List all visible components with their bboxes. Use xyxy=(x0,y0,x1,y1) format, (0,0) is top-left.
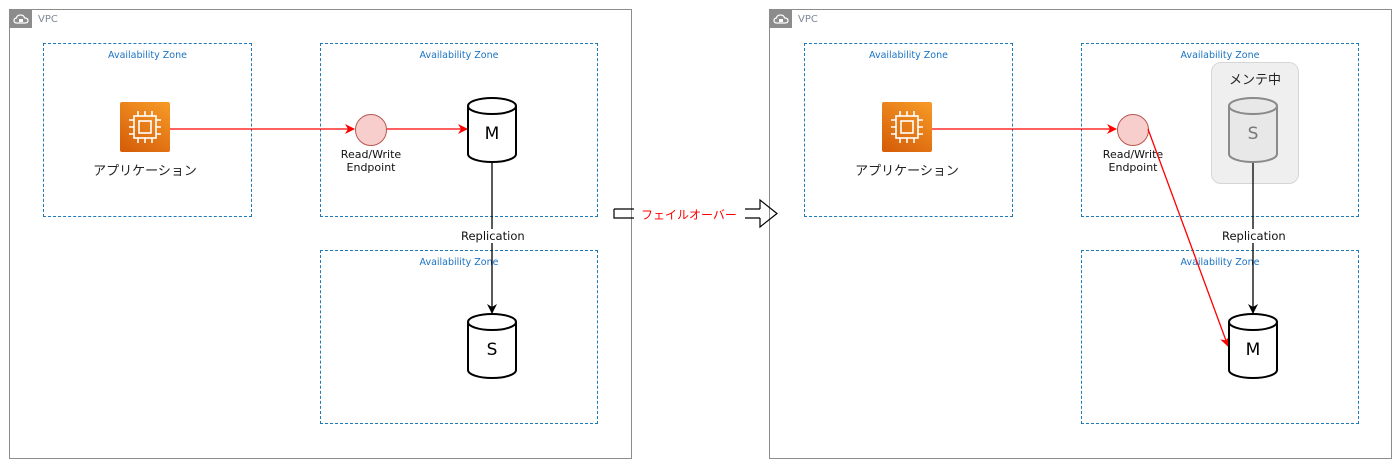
db-standby-letter: S xyxy=(486,340,498,360)
db-primary-letter: M xyxy=(484,124,500,144)
az-left-standby: Availability Zone xyxy=(320,250,598,424)
read-write-endpoint xyxy=(355,114,387,146)
replication-label: Replication xyxy=(460,229,526,243)
az-label: Availability Zone xyxy=(419,257,499,268)
replication-label: Replication xyxy=(1221,229,1287,243)
az-right-new-primary: Availability Zone xyxy=(1081,250,1359,424)
vpc-left-header: VPC xyxy=(10,10,58,28)
vpc-left: VPC Availability Zone Availability Zone … xyxy=(9,9,632,459)
database-new-primary-icon xyxy=(1228,313,1278,379)
endpoint-label: Read/Write Endpoint xyxy=(1102,148,1164,174)
failover-label: フェイルオーバー xyxy=(641,206,737,223)
az-label: Availability Zone xyxy=(419,50,499,61)
app-label: アプリケーション xyxy=(93,164,197,179)
endpoint-to-new-primary-arrow xyxy=(1147,128,1230,347)
az-left-app: Availability Zone xyxy=(43,43,252,217)
vpc-right-header: VPC xyxy=(770,10,818,28)
az-label: Availability Zone xyxy=(108,50,187,61)
maintenance-label: メンテ中 xyxy=(1228,73,1281,88)
vpc-label: VPC xyxy=(798,13,818,25)
db-new-primary-letter: M xyxy=(1245,340,1261,360)
database-primary-icon xyxy=(467,97,517,163)
database-maintenance-icon xyxy=(1228,97,1278,163)
vpc-right: VPC Availability Zone Availability Zone … xyxy=(769,9,1392,459)
ec2-instance-icon xyxy=(120,102,170,152)
vpc-icon xyxy=(10,10,32,28)
az-left-primary: Availability Zone xyxy=(320,43,598,217)
az-label: Availability Zone xyxy=(1180,50,1260,61)
az-right-app: Availability Zone xyxy=(804,43,1013,217)
az-label: Availability Zone xyxy=(869,50,948,61)
az-right-old-primary: Availability Zone xyxy=(1081,43,1359,217)
ec2-instance-icon xyxy=(882,102,932,152)
az-label: Availability Zone xyxy=(1180,257,1260,268)
app-label: アプリケーション xyxy=(855,164,959,179)
db-maintenance-letter: S xyxy=(1247,124,1259,144)
failover-arrow-icon xyxy=(613,198,778,229)
vpc-icon xyxy=(770,10,792,28)
database-standby-icon xyxy=(467,313,517,379)
endpoint-label: Read/Write Endpoint xyxy=(340,148,402,174)
vpc-label: VPC xyxy=(38,13,58,25)
